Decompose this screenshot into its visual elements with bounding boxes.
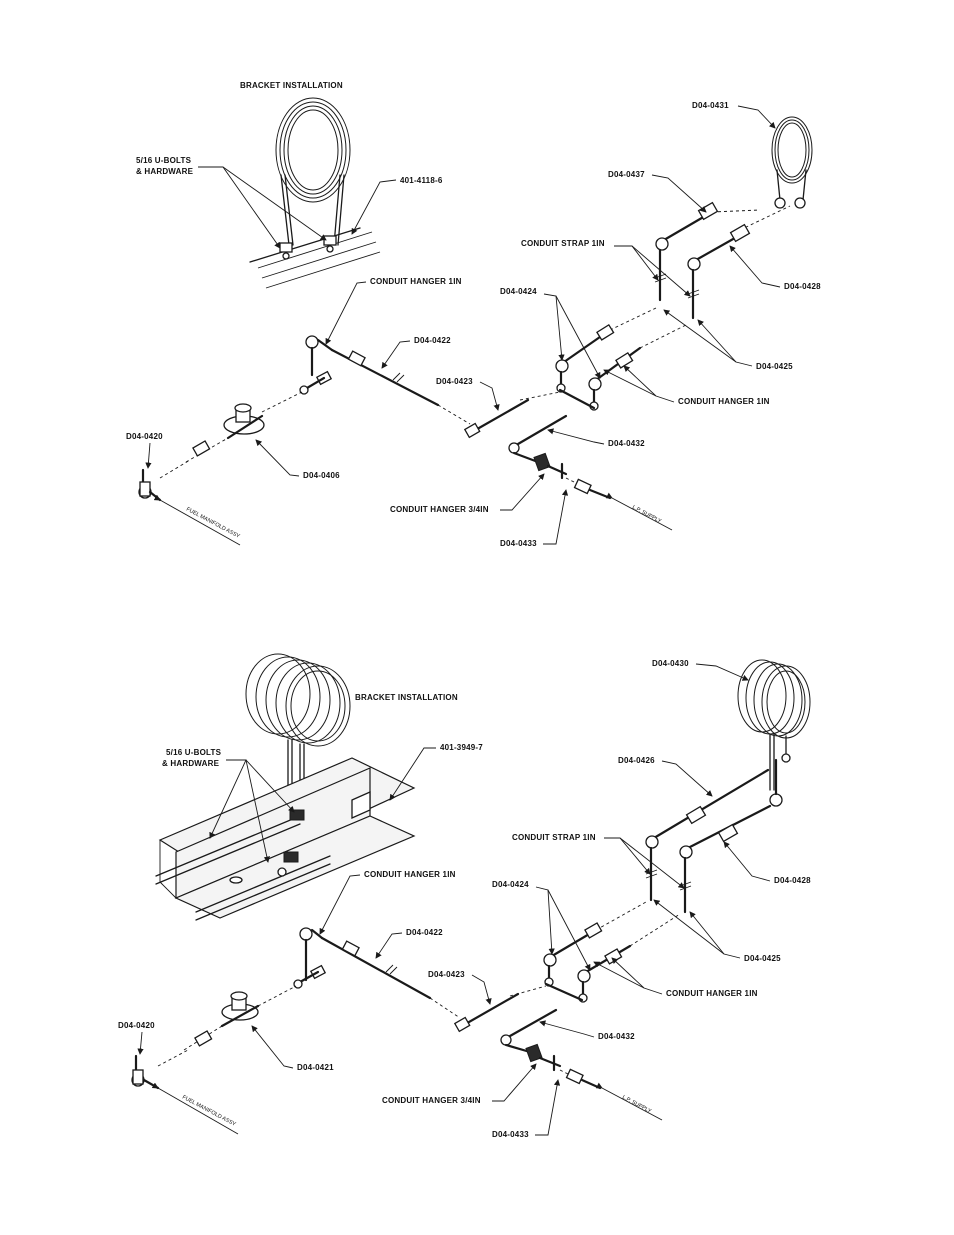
top-label-d04-0424: D04-0424	[500, 287, 537, 296]
bottom-label-d04-0420: D04-0420	[118, 1021, 155, 1030]
top-label-d04-0422: D04-0422	[414, 336, 451, 345]
top-label-conduit-hanger-34in: CONDUIT HANGER 3/4IN	[390, 505, 489, 514]
bottom-label-conduit-strap-1in: CONDUIT STRAP 1IN	[512, 833, 596, 842]
bottom-label-d04-0433: D04-0433	[492, 1130, 529, 1139]
top-bracket-title: BRACKET INSTALLATION	[240, 81, 343, 90]
bottom-label-d04-0423: D04-0423	[428, 970, 465, 979]
top-label-d04-0432: D04-0432	[608, 439, 645, 448]
bottom-bracket-channel	[155, 757, 416, 921]
bottom-coil-d04-0430	[737, 659, 811, 791]
bottom-ubolts-label-2: & HARDWARE	[162, 759, 220, 768]
top-label-d04-0423: D04-0423	[436, 377, 473, 386]
bottom-label-d04-0425: D04-0425	[744, 954, 781, 963]
bottom-label-d04-0428: D04-0428	[774, 876, 811, 885]
bottom-ubolts-label-1: 5/16 U-BOLTS	[166, 748, 222, 757]
top-coil-d04-0431	[771, 116, 813, 209]
top-piping: FUEL MANIFOLD ASSY L.P. SUPPLY	[138, 201, 791, 546]
top-label-d04-0406: D04-0406	[303, 471, 340, 480]
bottom-label-d04-0426: D04-0426	[618, 756, 655, 765]
bottom-label-d04-0430: D04-0430	[652, 659, 689, 668]
bottom-label-conduit-hanger-1in-a: CONDUIT HANGER 1IN	[364, 870, 456, 879]
bottom-diagram: BRACKET INSTALLATION 5/16 U-BOLTS & HARD…	[118, 653, 811, 1139]
top-label-d04-0433: D04-0433	[500, 539, 537, 548]
top-lp-supply-label: L.P. SUPPLY	[631, 504, 662, 524]
top-label-conduit-hanger-1in-b: CONDUIT HANGER 1IN	[678, 397, 770, 406]
bottom-bracket-part-label: 401-3949-7	[440, 743, 483, 752]
top-label-d04-0428: D04-0428	[784, 282, 821, 291]
bottom-label-d04-0422: D04-0422	[406, 928, 443, 937]
top-label-d04-0437: D04-0437	[608, 170, 645, 179]
top-label-conduit-hanger-1in-a: CONDUIT HANGER 1IN	[370, 277, 462, 286]
bottom-label-d04-0432: D04-0432	[598, 1032, 635, 1041]
top-label-d04-0420: D04-0420	[126, 432, 163, 441]
top-label-d04-0431: D04-0431	[692, 101, 729, 110]
top-ubolts-label-1: 5/16 U-BOLTS	[136, 156, 192, 165]
top-label-conduit-strap-1in: CONDUIT STRAP 1IN	[521, 239, 605, 248]
top-bracket-part-label: 401-4118-6	[400, 176, 443, 185]
bottom-fuel-manifold-label: FUEL MANIFOLD ASSY	[181, 1094, 237, 1127]
top-label-d04-0425: D04-0425	[756, 362, 793, 371]
bottom-label-d04-0424: D04-0424	[492, 880, 529, 889]
bottom-lp-supply-label: L.P. SUPPLY	[621, 1094, 652, 1114]
bottom-bracket-title: BRACKET INSTALLATION	[355, 693, 458, 702]
top-diagram: BRACKET INSTALLATION	[126, 81, 821, 548]
bottom-label-conduit-hanger-34in: CONDUIT HANGER 3/4IN	[382, 1096, 481, 1105]
top-bracket-coil	[275, 97, 351, 246]
top-fuel-manifold-label: FUEL MANIFOLD ASSY	[185, 506, 241, 539]
bottom-label-d04-0421: D04-0421	[297, 1063, 334, 1072]
bottom-label-conduit-hanger-1in-b: CONDUIT HANGER 1IN	[666, 989, 758, 998]
top-bracket-rail	[249, 227, 381, 289]
top-ubolts-label-2: & HARDWARE	[136, 167, 194, 176]
bottom-bracket-installation: BRACKET INSTALLATION 5/16 U-BOLTS & HARD…	[155, 653, 483, 921]
top-bracket-installation: BRACKET INSTALLATION	[136, 81, 443, 289]
